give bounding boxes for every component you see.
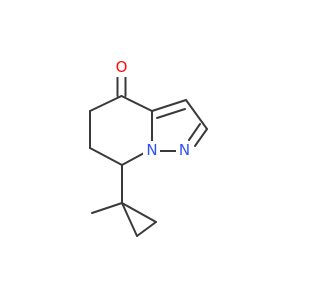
bond-c4-c5 <box>89 95 123 112</box>
bonds <box>89 76 208 237</box>
bond-cq-cp1 <box>121 202 138 237</box>
bond-c2-n2-a <box>194 128 208 147</box>
bond-c3a-c4 <box>120 95 153 112</box>
atom-labels: O N N <box>113 58 193 160</box>
bond-c3-c2 <box>185 99 208 130</box>
bond-cq-cp2 <box>121 202 157 223</box>
bond-cp1-cp2 <box>136 221 157 237</box>
bond-c2-n2-b <box>188 123 201 141</box>
bond-c3a-c3-inner <box>156 108 186 119</box>
oxygen-atom: O <box>113 58 130 77</box>
bridge-nitrogen-label: N <box>146 141 157 159</box>
molecule-structure: O N N <box>89 58 208 237</box>
bond-c6-c7 <box>89 147 123 166</box>
ring-nitrogen-atom: N <box>176 141 193 160</box>
bond-cq-methyl <box>91 202 123 214</box>
bridge-nitrogen-atom: N <box>143 141 160 160</box>
oxygen-label: O <box>116 58 128 76</box>
ring-nitrogen-label: N <box>179 141 190 159</box>
bond-c7-n1 <box>121 151 147 166</box>
molecule-canvas: O N N <box>89 58 208 237</box>
bond-c3a-c3 <box>151 99 187 112</box>
